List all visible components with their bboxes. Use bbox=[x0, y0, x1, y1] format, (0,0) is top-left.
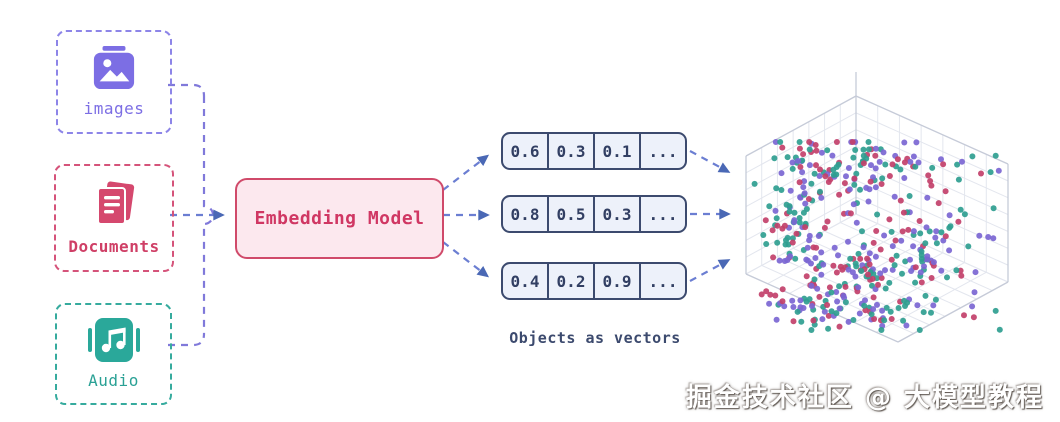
vector-cell: 0.3 bbox=[595, 197, 641, 231]
vector-cell: 0.3 bbox=[549, 134, 595, 168]
vector-cell: 0.4 bbox=[503, 264, 549, 298]
vector-cell-ellipsis: ... bbox=[648, 271, 678, 291]
source-label-audio: Audio bbox=[88, 371, 139, 390]
source-box-images: images bbox=[56, 30, 172, 134]
vector-cell-ellipsis: ... bbox=[648, 141, 678, 161]
source-label-images: images bbox=[83, 99, 145, 118]
vector-row-3: 0.4 0.2 0.9 ... bbox=[501, 262, 687, 300]
model-to-vector-arrow bbox=[442, 154, 490, 191]
vector-cell: 0.1 bbox=[595, 134, 641, 168]
left-merge-connectors bbox=[168, 83, 215, 347]
watermark-text: 掘金技术社区 @ 大模型教程 bbox=[685, 383, 1044, 413]
vector-cell-ellipsis: ... bbox=[648, 204, 678, 224]
audio-note-icon bbox=[87, 318, 140, 362]
vector-row-1: 0.6 0.3 0.1 ... bbox=[501, 132, 687, 170]
vector-cell: 0.2 bbox=[549, 264, 595, 298]
vector-cell: 0.6 bbox=[503, 134, 549, 168]
model-to-vector-arrow bbox=[442, 241, 490, 278]
source-label-documents: Documents bbox=[68, 237, 160, 256]
source-box-audio: Audio bbox=[55, 303, 172, 405]
document-icon bbox=[97, 181, 135, 225]
source-box-documents: Documents bbox=[54, 164, 174, 272]
embedding-model-box: Embedding Model bbox=[235, 178, 444, 259]
vector-to-space-arrow bbox=[689, 150, 731, 173]
vector-cell: 0.8 bbox=[503, 197, 549, 231]
vector-cell: 0.5 bbox=[549, 197, 595, 231]
embedding-model-label: Embedding Model bbox=[254, 208, 425, 229]
vector-to-space-arrow bbox=[689, 259, 731, 282]
image-icon bbox=[93, 46, 135, 90]
embedding-space-plot bbox=[745, 72, 1009, 343]
vector-row-2: 0.8 0.5 0.3 ... bbox=[501, 195, 687, 233]
vector-cell: 0.9 bbox=[595, 264, 641, 298]
vectors-caption: Objects as vectors bbox=[509, 329, 681, 347]
